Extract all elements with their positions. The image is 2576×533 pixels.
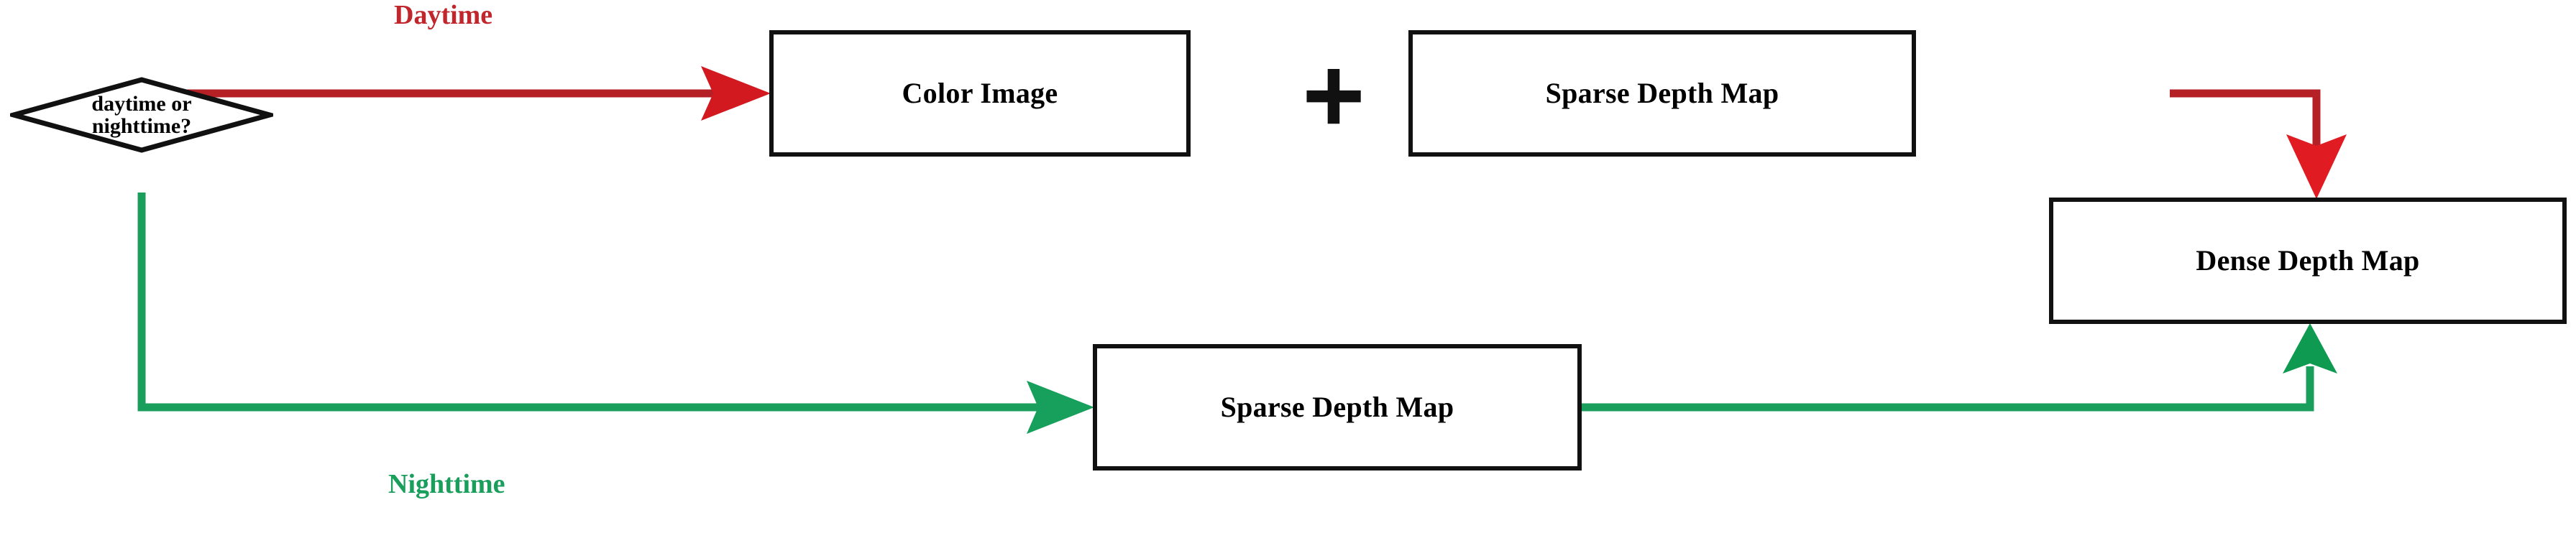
node-sparse-depth-map-top-label: Sparse Depth Map (1545, 77, 1779, 109)
arrowhead-up-nighttime (2283, 323, 2337, 374)
edge-label-nighttime-text: Nighttime (388, 469, 505, 499)
edge-sparse-top-to-dense (2170, 89, 2347, 199)
edge-nighttime (137, 193, 1094, 434)
edge-sparse-bottom-to-dense (1582, 323, 2337, 412)
node-sparse-depth-map-top[interactable]: Sparse Depth Map (1408, 30, 1916, 157)
diamond-shape (10, 77, 273, 153)
node-sparse-depth-map-bottom-label: Sparse Depth Map (1220, 391, 1454, 423)
node-color-image-label: Color Image (902, 77, 1058, 109)
plus-operator-icon: + (1291, 41, 1377, 149)
edge-label-nighttime: Nighttime (388, 471, 505, 498)
node-dense-depth-map-label: Dense Depth Map (2196, 244, 2420, 277)
node-color-image[interactable]: Color Image (769, 30, 1191, 157)
edge-label-daytime-text: Daytime (394, 0, 493, 30)
edge-label-daytime: Daytime (394, 1, 492, 29)
node-dense-depth-map[interactable]: Dense Depth Map (2049, 198, 2567, 324)
arrowhead-right-daytime (701, 66, 771, 121)
node-sparse-depth-map-bottom[interactable]: Sparse Depth Map (1093, 344, 1582, 471)
plus-sign: + (1302, 34, 1365, 155)
decision-node-daytime-or-nighttime[interactable]: daytime or nighttime? (10, 76, 273, 154)
arrowhead-down-daytime (2286, 134, 2347, 199)
arrowhead-right-nighttime (1027, 381, 1094, 434)
